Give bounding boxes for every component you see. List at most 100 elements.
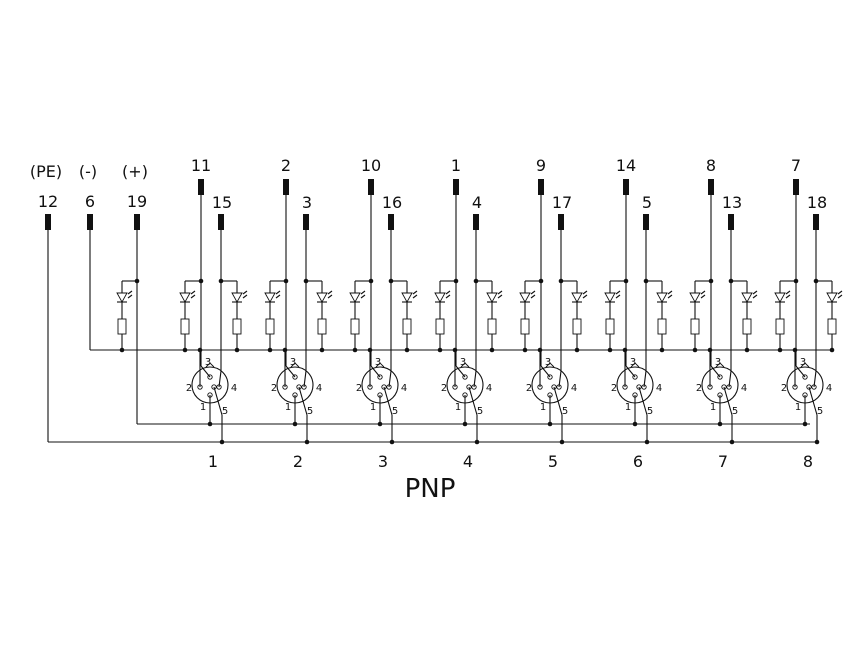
common-pin-paren-label: (+)	[122, 162, 148, 181]
connector-pin-label: 2	[186, 383, 192, 394]
channel-sub-pin-label: 17	[552, 193, 572, 212]
port-number-label: 4	[463, 452, 473, 471]
led-ray	[497, 290, 503, 295]
connector-pin-label: 2	[611, 383, 617, 394]
connector-pin-label: 3	[715, 357, 721, 368]
connector-pin	[301, 384, 307, 390]
connector-pin	[207, 392, 213, 398]
connector-pin	[471, 384, 477, 390]
channel-sub-terminal	[558, 214, 564, 230]
bus-junction	[182, 347, 188, 353]
connector-pin	[802, 392, 808, 398]
channel-sub-pin-label: 18	[807, 193, 827, 212]
resistor-icon	[350, 318, 360, 335]
led-ray	[190, 290, 196, 295]
led-icon	[349, 292, 361, 303]
led-icon	[179, 292, 191, 303]
connector-pin	[717, 392, 723, 398]
bus-junction	[607, 347, 613, 353]
connector-pin-label: 4	[826, 383, 832, 394]
signal-junction	[198, 278, 204, 284]
led-icon	[401, 292, 413, 303]
pin4-wire	[388, 370, 392, 388]
led-icon	[434, 292, 446, 303]
connector-pin-label: 1	[285, 402, 291, 413]
led-icon	[774, 292, 786, 303]
connector-pin-label: 4	[401, 383, 407, 394]
bus-junction	[777, 347, 783, 353]
connector-pin	[377, 392, 383, 398]
connector-pin	[292, 374, 298, 380]
bus-junction	[319, 347, 325, 353]
pe-junction	[559, 439, 565, 445]
connector-pin	[547, 374, 553, 380]
connector-pin	[386, 384, 392, 390]
connector-pin-label: 4	[741, 383, 747, 394]
connector-pin-label: 5	[222, 406, 228, 417]
connector-icon	[701, 366, 739, 404]
plus-junction	[377, 421, 383, 427]
bus-junction	[792, 347, 798, 353]
connector-pin-label: 4	[316, 383, 322, 394]
led-ray	[582, 294, 588, 299]
led-ray	[127, 294, 133, 299]
bus-junction	[744, 347, 750, 353]
connector-pin-label: 1	[455, 402, 461, 413]
connector-pin-label: 5	[562, 406, 568, 417]
bus-junction	[404, 347, 410, 353]
port-number-label: 6	[633, 452, 643, 471]
plus-junction	[134, 278, 140, 284]
connector-icon	[191, 366, 229, 404]
bus-junction	[622, 347, 628, 353]
led-ray	[667, 290, 673, 295]
connector-pin	[537, 384, 543, 390]
connector-pin-label: 1	[625, 402, 631, 413]
led-ray	[582, 290, 588, 295]
channel-top-pin-label: 1	[451, 156, 461, 175]
pin4-wire	[558, 370, 562, 388]
bus-junction	[234, 347, 240, 353]
connector-icon	[276, 366, 314, 404]
led-ray	[497, 294, 503, 299]
signal-junction	[813, 278, 819, 284]
connector-pin	[811, 384, 817, 390]
signal-junction	[708, 278, 714, 284]
resistor-icon	[827, 318, 837, 335]
channel-sub-terminal	[813, 214, 819, 230]
channel-sub-pin-label: 4	[472, 193, 482, 212]
pe-junction	[729, 439, 735, 445]
plus-junction	[292, 421, 298, 427]
resistor-icon	[572, 318, 582, 335]
connector-pin-label: 5	[477, 406, 483, 417]
channel-top-terminal	[283, 179, 289, 195]
labels-layer: PNP (PE)12(-)6(+)19111511234523212345101…	[30, 156, 832, 504]
channel-top-pin-label: 11	[191, 156, 211, 175]
signal-junction	[388, 278, 394, 284]
signal-junction	[368, 278, 374, 284]
resistor-icon	[775, 318, 785, 335]
led-ray	[445, 294, 451, 299]
connector-pin-label: 3	[205, 357, 211, 368]
led-icon	[231, 292, 243, 303]
signal-junction	[623, 278, 629, 284]
signal-junction	[538, 278, 544, 284]
pe-junction	[814, 439, 820, 445]
connector-pin	[292, 392, 298, 398]
connector-pin	[462, 392, 468, 398]
connector-pin-label: 2	[781, 383, 787, 394]
signal-junction	[218, 278, 224, 284]
led-ray	[752, 294, 758, 299]
signal-junction	[473, 278, 479, 284]
connector-pin	[632, 392, 638, 398]
channel-sub-pin-label: 15	[212, 193, 232, 212]
channel-top-terminal	[623, 179, 629, 195]
connector-key	[460, 362, 470, 368]
resistor-icon	[657, 318, 667, 335]
bus-junction	[197, 347, 203, 353]
resistor-icon	[690, 318, 700, 335]
led-ray	[700, 294, 706, 299]
led-ray	[327, 294, 333, 299]
led-icon	[486, 292, 498, 303]
connector-icon	[786, 366, 824, 404]
